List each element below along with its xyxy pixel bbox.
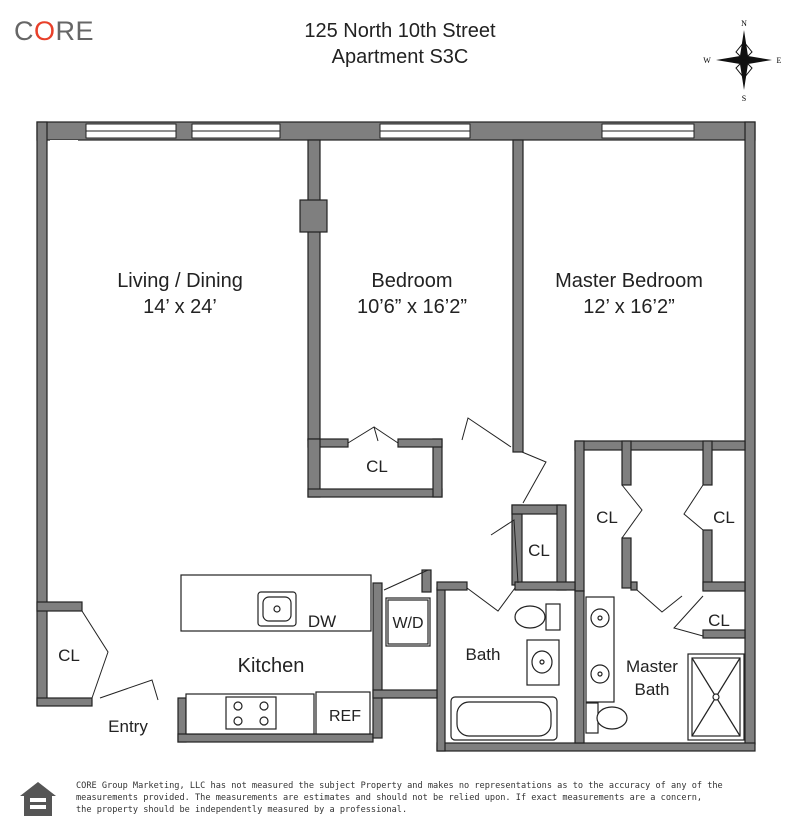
disclaimer: CORE Group Marketing, LLC has not measur… [76,780,776,816]
bedroom-label: Bedroom [371,270,452,292]
compass-w: W [703,56,711,65]
bedroom-dims: 10’6” x 16’2” [357,296,467,318]
doors [81,417,704,701]
logo-accent: O [34,16,56,46]
compass-e: E [777,56,782,65]
living-dining-label: Living / Dining [117,270,243,292]
living-dining-dims: 14’ x 24’ [143,296,217,318]
core-logo: CORE [14,16,94,47]
disclaimer-line3: the property should be independently mea… [76,805,408,815]
refrigerator-label: REF [329,708,361,725]
washer-dryer-label: W/D [392,615,423,632]
master-bath-label-line2: Bath [635,680,670,699]
master-bedroom-dims: 12’ x 16’2” [583,296,675,318]
disclaimer-line1: CORE Group Marketing, LLC has not measur… [76,781,723,791]
windows [50,123,695,148]
closet-label-entry: CL [58,646,80,665]
master-bath-label-line1: Master [626,657,678,676]
disclaimer-line2: measurements provided. The measurements … [76,793,703,803]
kitchen-label: Kitchen [238,655,305,677]
closet-label-hall: CL [528,541,550,560]
closet-label-master-bath: CL [708,611,730,630]
bath-fixtures [450,596,745,741]
unit-title: Apartment S3C [331,46,469,68]
kitchen-fixtures [180,574,431,735]
compass-n: N [741,19,747,28]
address-title: 125 North 10th Street [304,20,496,42]
compass-icon: N S E W [703,19,781,103]
compass-s: S [742,94,746,103]
logo-prefix: C [14,16,34,46]
bath-label: Bath [466,645,501,664]
closet-label-bedroom: CL [366,457,388,476]
closet-label-master-left: CL [596,508,618,527]
entry-label: Entry [108,717,148,736]
master-bedroom-label: Master Bedroom [555,270,703,292]
logo-suffix: RE [55,16,95,46]
room-labels: Living / Dining 14’ x 24’ Bedroom 10’6” … [58,270,735,736]
closet-label-master-right: CL [713,508,735,527]
equal-housing-icon [20,782,56,816]
dishwasher-label: DW [308,612,336,631]
